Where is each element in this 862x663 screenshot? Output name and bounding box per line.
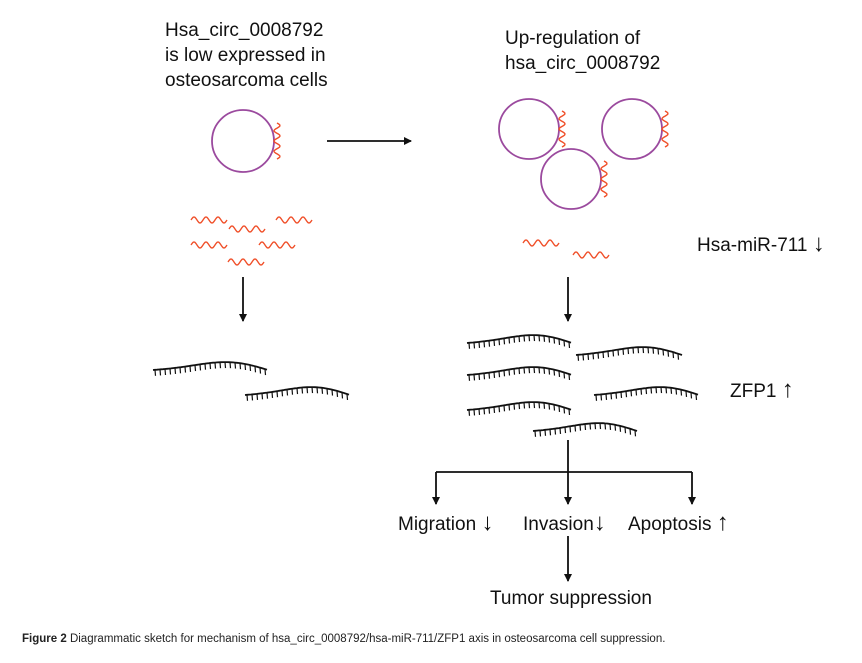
- zfp1-mrna: [466, 334, 572, 349]
- mirna-label: Hsa-miR-711 ↓: [697, 230, 825, 257]
- figure-caption: Figure 2 Diagrammatic sketch for mechani…: [22, 633, 665, 645]
- mirna: [572, 251, 610, 259]
- circrna-ring: [211, 109, 275, 173]
- left-title-line-1: Hsa_circ_0008792: [165, 20, 323, 41]
- zfp1-mrna: [532, 422, 638, 437]
- mirna: [190, 216, 228, 224]
- mirna: [275, 216, 313, 224]
- mirna: [228, 225, 266, 233]
- circrna: [540, 148, 608, 210]
- mirna: [522, 239, 560, 247]
- circrna-ring: [540, 148, 602, 210]
- zfp1-label: ZFP1 ↑: [730, 376, 794, 403]
- right-title-line-2: hsa_circ_0008792: [505, 53, 660, 74]
- left-title-line-2: is low expressed in: [165, 45, 326, 66]
- mirna: [190, 241, 228, 249]
- right-title-line-1: Up-regulation of: [505, 28, 641, 49]
- circrna: [211, 109, 281, 173]
- zfp1-mrna: [466, 401, 572, 416]
- outcome-tree: [432, 440, 696, 582]
- circrna: [601, 98, 669, 160]
- zfp1-mrna: [575, 346, 683, 361]
- zfp1-mrna: [244, 386, 350, 401]
- outcome-apoptosis: Apoptosis ↑: [628, 509, 729, 536]
- mirna: [227, 258, 265, 266]
- caption-label: Figure 2: [22, 633, 67, 645]
- outcome-migration: Migration ↓: [398, 509, 493, 536]
- left-title-line-3: osteosarcoma cells: [165, 70, 328, 91]
- caption-text: Diagrammatic sketch for mechanism of hsa…: [69, 633, 666, 645]
- bound-mirna: [600, 160, 608, 198]
- mirna: [258, 241, 296, 249]
- zfp1-mrna: [152, 361, 268, 376]
- bound-mirna: [273, 122, 281, 160]
- bound-mirna: [661, 110, 669, 148]
- zfp1-mrna: [593, 386, 699, 401]
- circrna: [498, 98, 566, 160]
- final-outcome: Tumor suppression: [490, 588, 652, 609]
- outcome-invasion: Invasion↓: [523, 509, 606, 536]
- circrna-ring: [601, 98, 663, 160]
- zfp1-mrna: [466, 366, 572, 381]
- bound-mirna: [558, 110, 566, 148]
- circrna-ring: [498, 98, 560, 160]
